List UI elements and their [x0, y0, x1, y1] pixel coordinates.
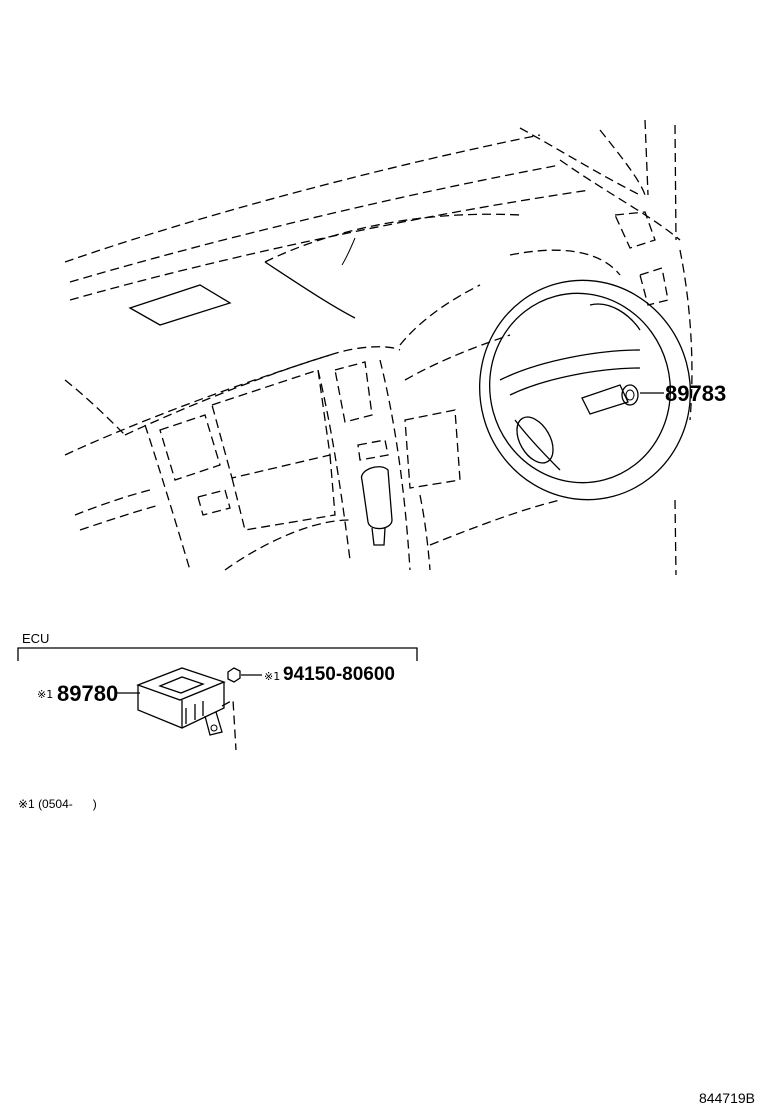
ecu-mark: ※1	[37, 688, 53, 701]
callout-89780: 89780	[57, 681, 118, 706]
group-bracket-ecu	[17, 647, 418, 661]
nut-mark: ※1	[264, 670, 280, 683]
callout-94150-80600: 94150-80600	[283, 664, 395, 685]
ecu-illustration	[136, 667, 237, 751]
key-cylinder-illustration	[581, 384, 639, 415]
drawing-id: 844719B	[699, 1090, 755, 1106]
nut-illustration	[227, 667, 241, 683]
footnote: ※1 (0504- )	[18, 797, 97, 811]
group-label-ecu: ECU	[22, 631, 49, 646]
dashboard-illustration	[64, 119, 693, 576]
callout-89783: 89783	[665, 381, 726, 406]
